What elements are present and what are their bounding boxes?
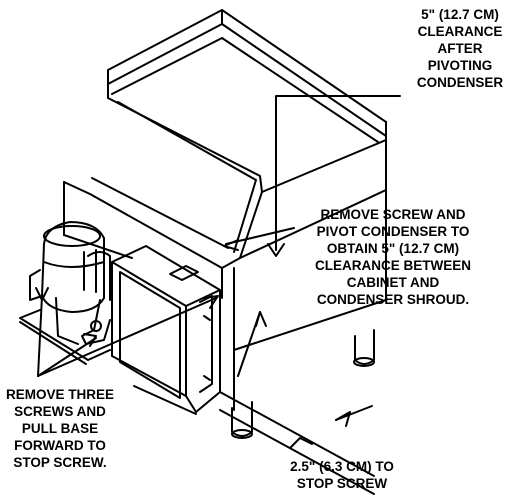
- callout-line: REMOVE SCREW AND: [320, 207, 466, 222]
- callout-line: STOP SCREW.: [13, 455, 107, 470]
- callout-line: FORWARD TO: [14, 438, 106, 453]
- compressor: [29, 221, 111, 345]
- callout-line: PIVOT CONDENSER TO: [316, 224, 470, 239]
- cabinet: [63, 9, 387, 411]
- callout-line: CLEARANCE BETWEEN: [314, 258, 471, 273]
- callout-line: OBTAIN 5" (12.7 CM): [326, 241, 460, 256]
- callout-line: CONDENSER SHROUD.: [316, 292, 470, 307]
- callout-line: REMOVE THREE: [5, 387, 114, 402]
- callout-line: CLEARANCE: [417, 24, 503, 39]
- callout-line: 2.5" (6.3 CM) TO: [290, 459, 394, 474]
- callout-line: SCREWS AND: [14, 404, 106, 419]
- callout-line: CONDENSER: [416, 75, 504, 90]
- callout-line: CABINET AND: [346, 275, 440, 290]
- callout-clearance-after-pivoting: 5" (12.7 CM) CLEARANCE AFTER PIVOTING CO…: [402, 6, 518, 91]
- condenser-shroud: [111, 245, 221, 413]
- callout-line: STOP SCREW: [296, 476, 388, 491]
- callout-remove-screw-pivot-condenser: REMOVE SCREW AND PIVOT CONDENSER TO OBTA…: [280, 206, 506, 308]
- condenser-base-plate: [19, 309, 197, 415]
- callout-stop-screw-distance: 2.5" (6.3 CM) TO STOP SCREW: [262, 458, 422, 492]
- callout-line: PULL BASE: [21, 421, 99, 436]
- callout-remove-three-screws: REMOVE THREE SCREWS AND PULL BASE FORWAR…: [0, 386, 120, 471]
- callout-line: 5" (12.7 CM): [421, 7, 499, 22]
- callout-line: AFTER: [437, 41, 483, 56]
- callout-line: PIVOTING: [427, 58, 493, 73]
- cabinet-legs: [231, 329, 375, 439]
- leader-lines: [35, 95, 401, 495]
